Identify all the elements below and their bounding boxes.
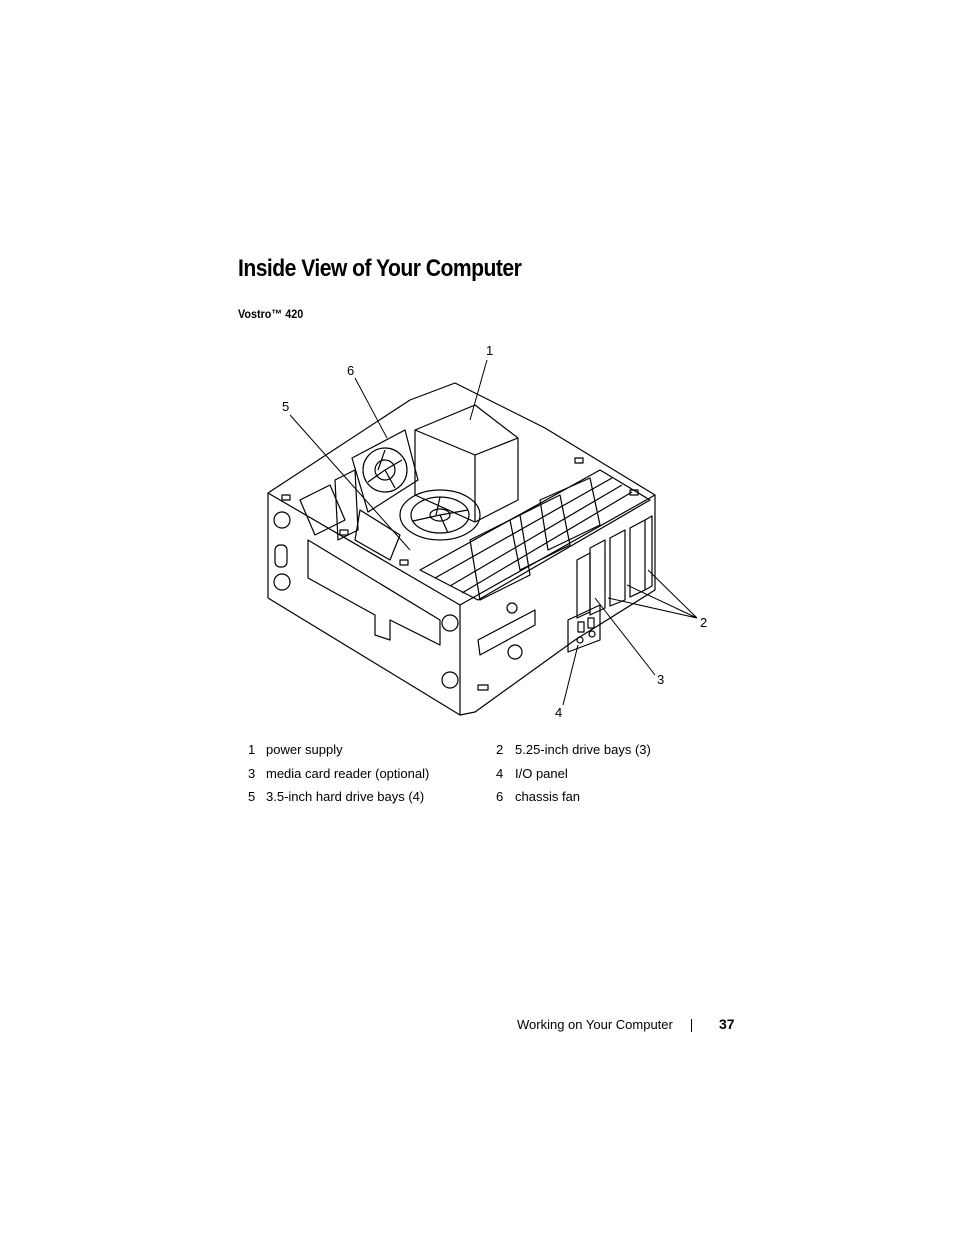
callout-3-leader (594, 597, 656, 676)
computer-interior-illustration: 1 2 3 4 5 6 (267, 343, 707, 720)
legend-row: 3 media card reader (optional) 4 I/O pan… (238, 766, 718, 784)
callout-6-leader (354, 377, 388, 439)
legend-row: 1 power supply 2 5.25-inch drive bays (3… (238, 742, 718, 760)
model-subtitle: Vostro™ 420 (238, 307, 304, 321)
legend-number: 1 (248, 742, 256, 757)
callout-4-leader (562, 644, 579, 706)
drive-cage-shape (419, 469, 651, 601)
legend-number: 5 (248, 789, 256, 804)
chassis-fan-shape (351, 429, 419, 513)
power-supply-shape (414, 404, 519, 523)
legend-label: 5.25-inch drive bays (3) (515, 742, 651, 757)
side-panel-cutout (307, 539, 441, 646)
legend-number: 2 (496, 742, 504, 757)
io-panel-shape (567, 604, 601, 653)
legend-row: 5 3.5-inch hard drive bays (4) 6 chassis… (238, 789, 718, 807)
legend-label: media card reader (optional) (266, 766, 430, 781)
footer-section-title: Working on Your Computer (517, 1017, 673, 1032)
legend-number: 3 (248, 766, 256, 781)
legend-number: 6 (496, 789, 504, 804)
legend-label: chassis fan (515, 789, 581, 804)
page-title: Inside View of Your Computer (238, 255, 522, 282)
page-number: 37 (719, 1016, 735, 1032)
callout-2-leader (607, 569, 698, 619)
legend-label: 3.5-inch hard drive bays (4) (266, 789, 425, 804)
callout-3: 3 (657, 672, 664, 687)
card-reader-shape (576, 552, 591, 619)
callout-5: 5 (282, 399, 289, 414)
callout-6: 6 (347, 363, 354, 378)
callout-4: 4 (555, 705, 562, 720)
chassis-outline (267, 382, 656, 716)
callout-1: 1 (486, 343, 493, 358)
legend-label: power supply (266, 742, 343, 757)
callout-2: 2 (700, 615, 707, 630)
callout-5-leader (289, 414, 411, 551)
cpu-fan-shape (399, 489, 481, 541)
legend-label: I/O panel (515, 766, 568, 781)
optical-drive-bays-shape (589, 515, 653, 616)
callout-1-leader (469, 359, 488, 421)
footer-separator (691, 1019, 692, 1032)
legend-number: 4 (496, 766, 504, 781)
